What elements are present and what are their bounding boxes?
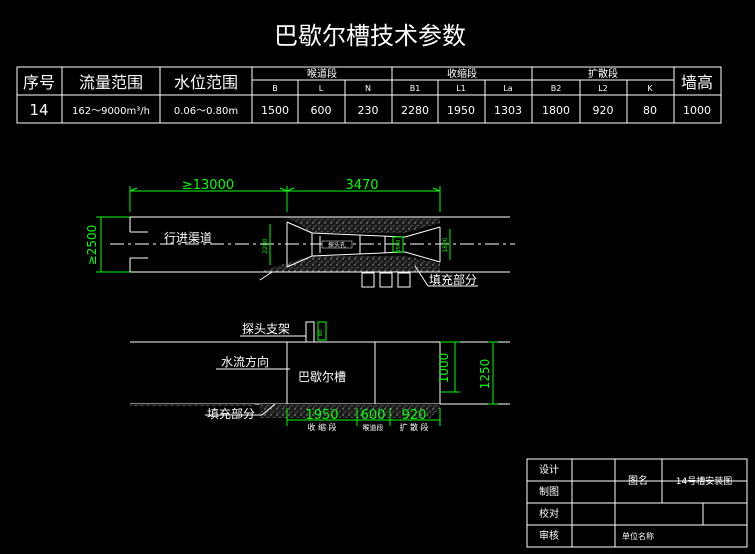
sub-header-row: B L N B1 L1 La B2 L2 K [272, 84, 653, 93]
page-title: 巴歇尔槽技术参数 [274, 22, 466, 50]
cell-value-n: 230 [358, 104, 379, 117]
sub-header-n: N [365, 84, 371, 93]
dim-1000: 1000 [437, 353, 451, 384]
tb-draw: 制图 [539, 485, 559, 498]
dim-probe: 80 [318, 330, 324, 336]
header-expand: 扩散段 [588, 67, 618, 80]
dim-width: ≥2500 [85, 225, 99, 266]
cell-value-l1: 1950 [447, 104, 475, 117]
label-fill-plan: 填充部分 [429, 272, 477, 287]
sec-contract: 收 缩 段 [307, 422, 336, 432]
sec-throat: 喉道段 [363, 423, 384, 432]
cell-flow-range: 162～9000m³/h [72, 106, 150, 117]
label-channel: 行进渠道 [164, 231, 212, 245]
plan-view: ≥13000 3470 ≥2500 2280 [85, 178, 515, 288]
label-probe-bracket: 探头支架 [242, 322, 290, 336]
sec-expand: 扩 散 段 [399, 422, 428, 432]
dim-1250: 1250 [478, 359, 492, 390]
sub-header-b: B [272, 84, 278, 93]
cell-value-l: 600 [311, 104, 332, 117]
sub-header-l1: L1 [456, 84, 466, 93]
cell-wall-height: 1000 [683, 104, 711, 117]
sub-header-l: L [319, 84, 324, 93]
sub-header-l2: L2 [598, 84, 608, 93]
sub-header-k: K [647, 84, 653, 93]
dim-920: 920 [402, 408, 427, 423]
header-wall-height: 墙高 [681, 73, 713, 92]
label-flume: 巴歇尔槽 [298, 369, 346, 384]
dim-1800: 1800 [442, 237, 449, 252]
tb-unit-name-label: 单位名称 [622, 531, 654, 541]
tb-check: 校对 [539, 507, 559, 520]
header-level-range: 水位范围 [174, 73, 238, 92]
dim-upstream: ≥13000 [182, 178, 234, 193]
label-flow-direction: 水流方向 [221, 354, 269, 369]
header-throat: 喉道段 [307, 67, 337, 80]
value-row: 1500 600 230 2280 1950 1303 1800 920 80 [261, 104, 657, 117]
dim-flume-length: 3470 [345, 178, 378, 193]
cell-value-l2: 920 [593, 104, 614, 117]
tb-design: 设计 [539, 463, 559, 476]
cell-value-b2: 1800 [542, 104, 570, 117]
cell-seq: 14 [29, 101, 48, 119]
header-seq: 序号 [23, 73, 55, 92]
cell-value-b: 1500 [261, 104, 289, 117]
dim-1950: 1950 [305, 408, 338, 423]
title-block [526, 458, 748, 548]
section-view: 探头支架 80 水流方向 巴歇尔槽 填充部分 1000 1250 1950 60… [130, 321, 510, 432]
header-contract: 收缩段 [447, 67, 477, 80]
dim-600: 600 [361, 408, 386, 423]
tb-drawing-name: 14号槽安装图 [676, 475, 732, 487]
header-flow-range: 流量范围 [79, 73, 143, 92]
cell-value-b1: 2280 [401, 104, 429, 117]
dim-1500: 1500 [396, 240, 402, 253]
sub-header-la: La [503, 84, 512, 93]
probe-hole-label: 探头孔 [328, 241, 346, 249]
dim-2280: 2280 [262, 238, 269, 253]
sub-header-b1: B1 [410, 84, 421, 93]
params-table [16, 66, 722, 124]
cell-value-k: 80 [643, 104, 657, 117]
tb-drawing-name-label: 图名 [628, 474, 648, 487]
cell-value-la: 1303 [494, 104, 522, 117]
tb-review: 审核 [539, 529, 559, 542]
label-fill-section: 填充部分 [207, 406, 255, 421]
sub-header-b2: B2 [551, 84, 562, 93]
cell-level-range: 0.06～0.80m [174, 106, 238, 117]
